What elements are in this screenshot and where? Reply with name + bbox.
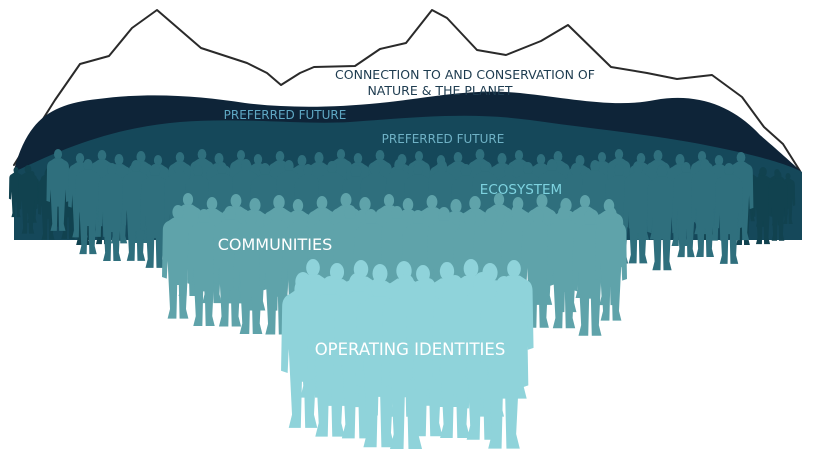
person-silhouette-icon — [691, 159, 719, 257]
person-silhouette-icon — [647, 165, 677, 270]
communities-label: COMMUNITIES — [218, 235, 333, 254]
operating-identities-label: OPERATING IDENTITIES — [315, 340, 506, 359]
preferred-future-outer-label: PREFERRED FUTURE — [224, 108, 347, 122]
person-silhouette-icon — [98, 163, 126, 261]
preferred-future-inner-label: PREFERRED FUTURE — [382, 132, 505, 146]
connection-label-line1: CONNECTION TO AND CONSERVATION OF — [335, 67, 595, 82]
connection-label-line2: NATURE & THE PLANET — [367, 83, 512, 98]
ecosystem-label: ECOSYSTEM — [480, 182, 562, 198]
person-silhouette-icon — [715, 163, 743, 264]
